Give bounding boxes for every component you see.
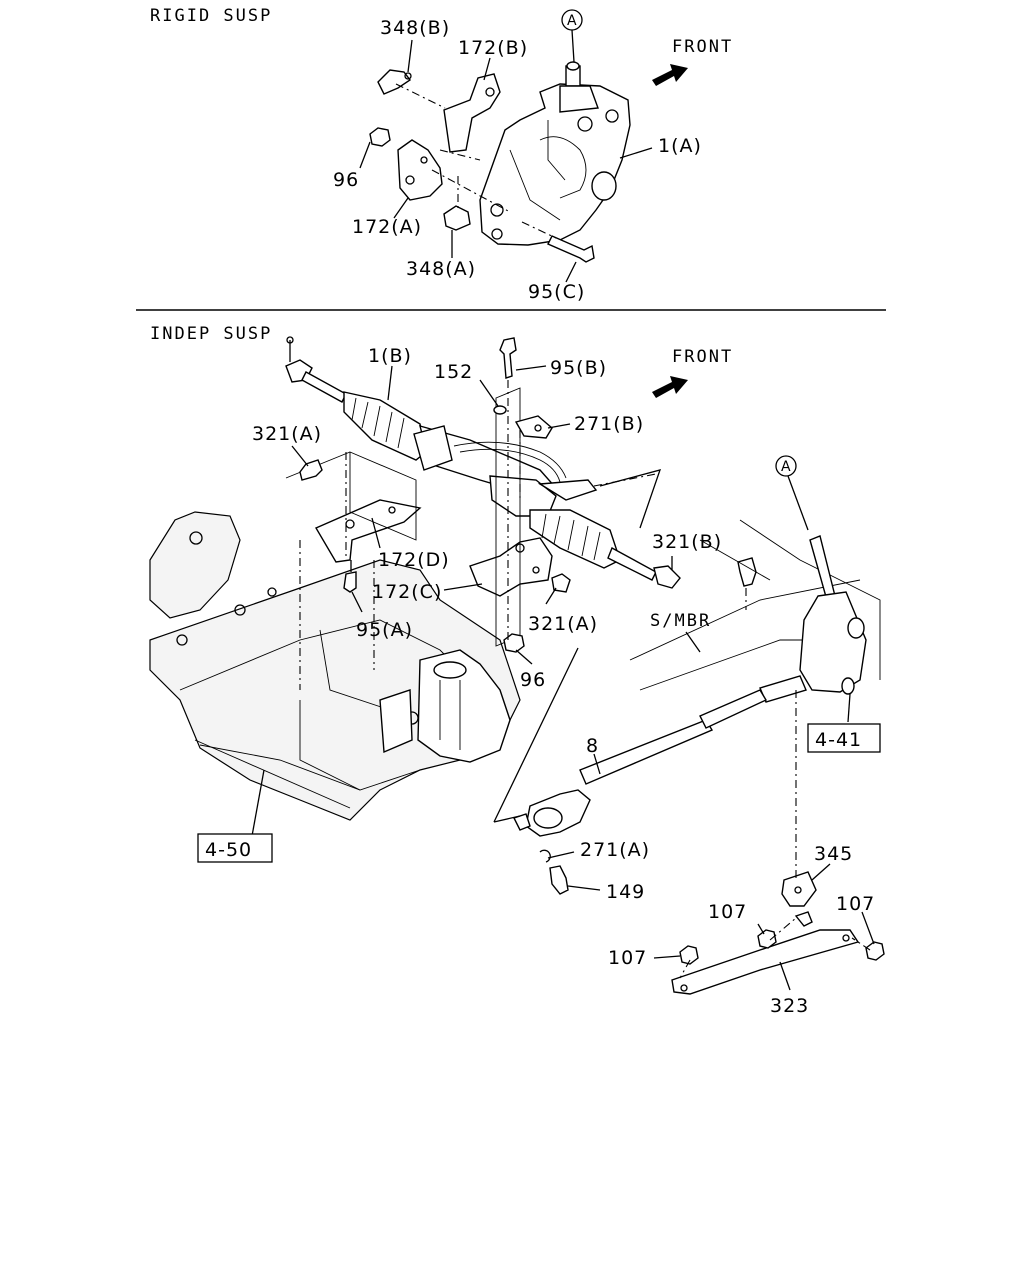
clip-271a: [539, 849, 551, 863]
bracket-172c: [469, 537, 553, 597]
label-95b: 95(B): [550, 357, 607, 379]
nut-107-mid: [757, 929, 777, 949]
nut-107-right: [865, 941, 885, 961]
circle-a-text-indep: A: [781, 459, 791, 475]
label-smbr: S/MBR: [650, 611, 711, 631]
label-271a: 271(A): [580, 839, 650, 861]
label-321b: 321(B): [652, 531, 722, 553]
bracket-172d: [314, 499, 422, 563]
label-107-left: 107: [608, 947, 647, 969]
bolt-321a-top: [299, 459, 323, 481]
label-96-rigid: 96: [333, 169, 359, 191]
label-95c: 95(C): [528, 281, 585, 303]
label-321a-top: 321(A): [252, 423, 322, 445]
frame-crossmember: [149, 511, 521, 821]
label-172a: 172(A): [352, 216, 422, 238]
circle-a-marker-rigid: A: [561, 9, 583, 63]
bracket-172a: [397, 139, 443, 201]
nut-96-rigid: [369, 127, 391, 147]
indep-susp-section: INDEP SUSP FRONT: [149, 324, 885, 1017]
label-1a: 1(A): [658, 135, 702, 157]
front-arrow-icon: [652, 64, 688, 86]
section-title-indep: INDEP SUSP: [150, 324, 272, 344]
steering-rack: [285, 336, 681, 589]
nut-107-left: [679, 945, 699, 965]
front-label-indep: FRONT: [672, 347, 733, 367]
circle-a-marker-indep: A: [775, 455, 809, 531]
front-label-rigid: FRONT: [672, 37, 733, 57]
ref-box-4-50: [197, 833, 273, 863]
label-149: 149: [606, 881, 645, 903]
label-96-indep: 96: [520, 669, 546, 691]
front-arrow-icon: [652, 376, 688, 398]
label-172b: 172(B): [458, 37, 528, 59]
stay-323: [671, 929, 860, 995]
bolt-95a: [343, 560, 357, 593]
bracket-345: [781, 871, 817, 907]
label-ref-4-41: 4-41: [815, 729, 862, 751]
bolt-321a-mid: [551, 573, 571, 593]
label-107-right: 107: [836, 893, 875, 915]
label-8: 8: [586, 735, 599, 757]
label-152: 152: [434, 361, 473, 383]
bolt-stay: [794, 911, 813, 927]
label-95a: 95(A): [356, 619, 413, 641]
label-1b: 1(B): [368, 345, 412, 367]
bolt-149: [549, 865, 569, 895]
clip-348a: [443, 205, 471, 231]
label-323: 323: [770, 995, 809, 1017]
clip-348b: [377, 69, 412, 95]
nut-96-indep: [503, 633, 525, 653]
steering-gear-box: [479, 61, 631, 246]
bracket-172b: [443, 73, 501, 153]
label-348a: 348(A): [406, 258, 476, 280]
bolt-95b: [499, 337, 517, 379]
clamp-271b: [514, 415, 553, 439]
label-348b: 348(B): [380, 17, 450, 39]
label-321a-mid: 321(A): [528, 613, 598, 635]
label-345: 345: [814, 843, 853, 865]
circle-a-text-rigid: A: [567, 13, 577, 29]
bolt-95c: [547, 235, 595, 263]
bolt-321b: [737, 557, 757, 587]
label-ref-4-50: 4-50: [205, 839, 252, 861]
section-title-rigid: RIGID SUSP: [150, 6, 272, 26]
washer-152: [493, 405, 507, 415]
steering-column-joint: [759, 535, 867, 703]
label-172d: 172(D): [378, 549, 450, 571]
label-271b: 271(B): [574, 413, 644, 435]
label-107-mid: 107: [708, 901, 747, 923]
intermediate-shaft: [513, 689, 767, 837]
label-172c: 172(C): [372, 581, 442, 603]
ref-box-4-41: [807, 723, 881, 753]
rigid-susp-section: RIGID SUSP FRONT A: [150, 6, 733, 303]
